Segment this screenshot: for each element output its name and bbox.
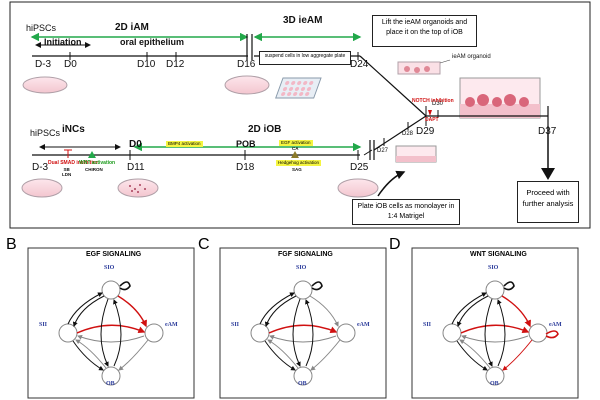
bmp4-activation: BMP4 activation [166, 141, 203, 147]
panel-d-title: WNT SIGNALING [470, 251, 527, 258]
proceed-box: Proceed with further analysis [517, 181, 579, 223]
lift-box: Lift the ieAM organoids and place it on … [372, 15, 477, 47]
row1-d16: D16 [237, 59, 256, 70]
row2-d29: D29 [416, 126, 435, 137]
wnt-activation: WNT activation [79, 160, 116, 166]
dapt: DAPT [425, 117, 439, 123]
panel-c-node-right: eAM [357, 322, 370, 328]
row2-d25: D25 [350, 162, 369, 173]
panel-d-node-bottom: OB [490, 381, 499, 387]
panel-d-letter: D [389, 236, 401, 253]
row2-d28: D28 [402, 131, 414, 137]
row1-d12: D12 [166, 59, 185, 70]
timeline-graphics [9, 1, 591, 229]
row2-d30: D30 [432, 101, 444, 107]
panel-b-node-bottom: OB [106, 381, 115, 387]
egf-activation: EGF activation [279, 140, 313, 146]
dual-smad: Dual SMAD inhibition [48, 160, 99, 166]
panel-d-node-left: SII [423, 322, 432, 328]
row2-d-3: D-3 [32, 162, 49, 173]
row2-2d-iob: 2D iOB [248, 124, 282, 135]
panel-c-node-top: SIO [296, 265, 307, 271]
panel-b-title: EGF SIGNALING [86, 251, 142, 258]
row1-initiation: Initiation [44, 37, 82, 47]
hedgehog-drug: SAG [292, 167, 302, 172]
panel-d-node-right: eAM [549, 322, 562, 328]
plate-box: Plate iOB cells as monolayer in 1:4 Matr… [352, 199, 460, 225]
panel-c-letter: C [198, 236, 210, 253]
row1-hipscs: hiPSCs [26, 23, 57, 33]
panel-c-title: FGF SIGNALING [278, 251, 333, 258]
row1-d0: D0 [64, 59, 77, 70]
row2-hipscs: hiPSCs [30, 128, 61, 138]
notch-inhibition: NOTCH inhibition [412, 98, 454, 104]
row2-d0: D0 [129, 139, 142, 150]
panel-b-letter: B [6, 236, 17, 253]
row1-3d-ieam: 3D ieAM [283, 15, 323, 26]
panel-b-node-top: SIO [104, 265, 115, 271]
hedgehog-activation: Hedgehog activation [276, 160, 322, 166]
signaling-panels [27, 247, 579, 399]
row1-d10: D10 [137, 59, 156, 70]
row1-d24: D24 [350, 59, 369, 70]
row1-d-3: D-3 [35, 59, 52, 70]
panel-b-node-right: eAM [165, 322, 178, 328]
row2-pob: POB [236, 139, 256, 149]
suspend-note: suspend cells in low aggregate plate [259, 51, 351, 65]
row2-d27: D27 [377, 148, 389, 154]
wnt-drug: CHIRON [85, 167, 103, 172]
row2-d37: D37 [538, 126, 557, 137]
dual-smad-drugs: SB LDN [62, 167, 72, 177]
panel-c-node-left: SII [231, 322, 240, 328]
panel-b-node-left: SII [39, 322, 48, 328]
panel-c-node-bottom: OB [298, 381, 307, 387]
row1-2d-iam: 2D iAM [115, 22, 149, 33]
egf-drug: CA [292, 146, 299, 151]
row2-d11: D11 [127, 162, 145, 173]
row1-oral-epithelium: oral epithelium [120, 37, 185, 47]
ieam-organoid-label: ieAM organoid [452, 54, 491, 60]
panel-d-node-top: SIO [488, 265, 499, 271]
row2-incs: iNCs [62, 124, 85, 135]
row2-d18: D18 [236, 162, 255, 173]
